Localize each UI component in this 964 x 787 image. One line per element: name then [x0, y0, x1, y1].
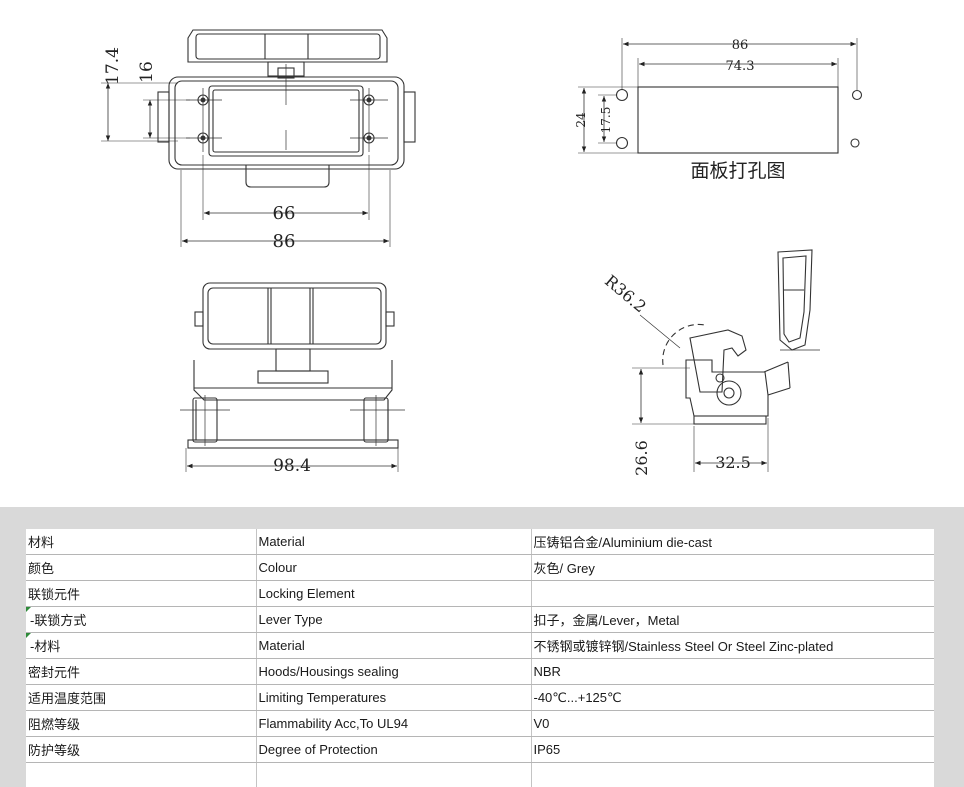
spec-value: IP65	[531, 736, 934, 763]
dim-side-26-6: 26.6	[632, 440, 651, 476]
spec-value: 灰色/ Grey	[531, 554, 934, 581]
dim-top-16: 16	[137, 61, 157, 83]
spec-label-en: Material	[256, 632, 532, 659]
spec-value: NBR	[531, 658, 934, 685]
dim-top-86: 86	[273, 231, 296, 252]
spec-value: V0	[531, 710, 934, 737]
panel-cutout	[578, 38, 863, 154]
technical-drawing: 17.4 16 66 86 86 74.3 24 17.5 面板打孔图	[101, 29, 863, 476]
dim-panel-24: 24	[574, 112, 588, 128]
panel-cutout-caption: 面板打孔图	[690, 160, 785, 182]
dim-panel-86: 86	[732, 38, 749, 53]
spec-value: 压铸铝合金/Aluminium die-cast	[531, 529, 934, 555]
dim-top-66: 66	[273, 203, 296, 224]
spec-label-en: Hoods/Housings sealing	[256, 658, 532, 685]
spec-label-en: Locking Element	[256, 580, 532, 607]
empty-cell	[256, 762, 532, 787]
dim-side-r36-2: R36.2	[601, 271, 650, 316]
top-view	[101, 29, 416, 247]
spec-label-cn: -材料	[26, 632, 257, 659]
dim-panel-17-5: 17.5	[599, 107, 613, 134]
spec-label-cn: 颜色	[26, 554, 257, 581]
side-view	[632, 249, 820, 472]
empty-cell	[26, 762, 257, 787]
spec-label-en: Limiting Temperatures	[256, 684, 532, 711]
spec-value	[531, 580, 934, 607]
dim-side-32-5: 32.5	[715, 453, 751, 472]
front-view	[180, 282, 405, 472]
dim-top-17-4: 17.4	[103, 47, 123, 85]
spec-value: -40℃...+125℃	[531, 684, 934, 711]
spec-label-cn: 阻燃等级	[26, 710, 257, 737]
dim-front-98-4: 98.4	[273, 456, 311, 476]
spec-label-cn: 密封元件	[26, 658, 257, 685]
spec-label-cn: 联锁元件	[26, 580, 257, 607]
spec-label-en: Flammability Acc,To UL94	[256, 710, 532, 737]
spec-label-cn: 适用温度范围	[26, 684, 257, 711]
spec-label-en: Lever Type	[256, 606, 532, 633]
empty-cell	[531, 763, 934, 787]
spec-value: 扣子，金属/Lever，Metal	[531, 606, 934, 633]
spec-label-cn: 防护等级	[26, 736, 257, 763]
spec-label-en: Colour	[256, 554, 532, 581]
dim-panel-74-3: 74.3	[726, 59, 755, 74]
spec-label-en: Degree of Protection	[256, 736, 532, 763]
spec-label-en: Material	[256, 529, 532, 555]
spec-value: 不锈钢或镀锌钢/Stainless Steel Or Steel Zinc-pl…	[531, 632, 934, 659]
table-row-empty	[26, 762, 934, 787]
spec-label-cn: 材料	[26, 529, 257, 555]
spec-label-cn: -联锁方式	[26, 606, 257, 633]
